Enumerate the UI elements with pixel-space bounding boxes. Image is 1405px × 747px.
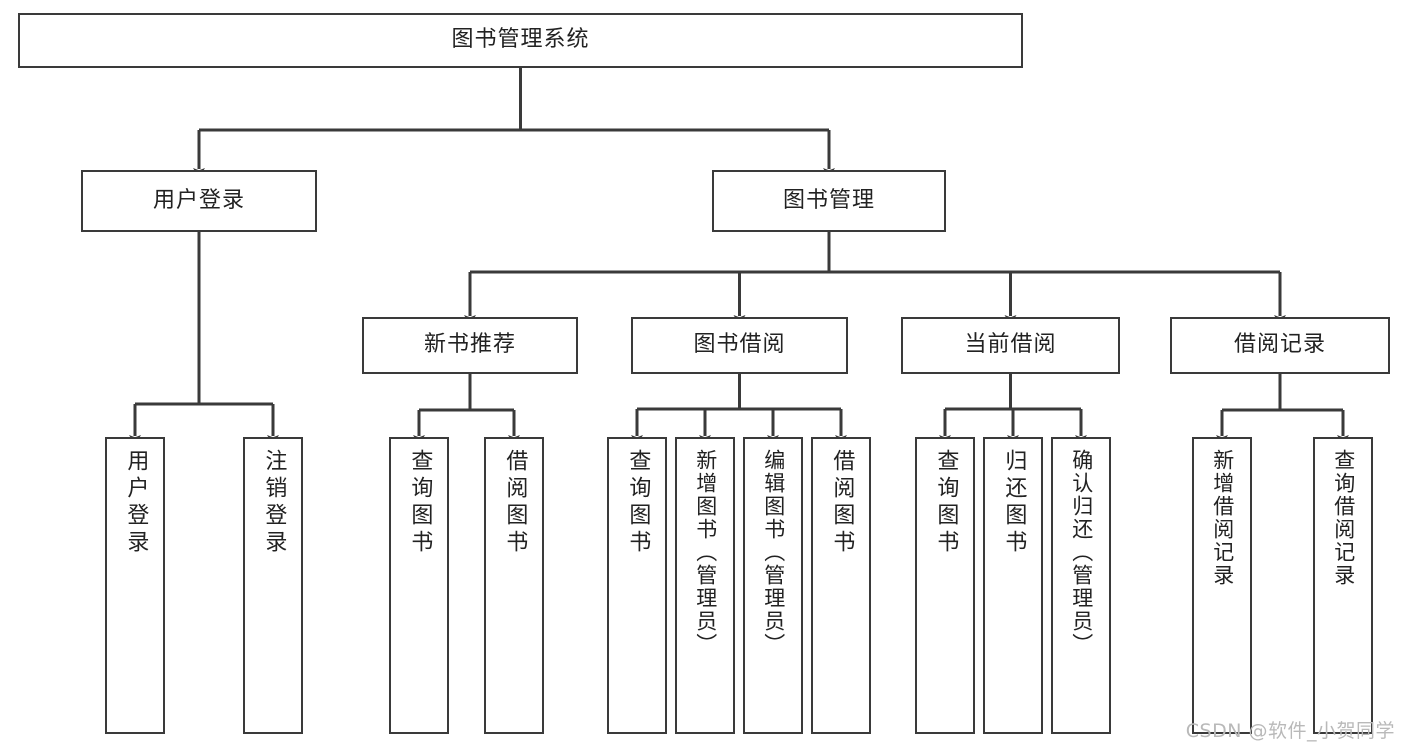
node-leaf-return-book-label: 归还图书 [1001,449,1027,557]
node-leaf-query-borrow-record[interactable]: 查询借阅记录 [1313,437,1373,734]
node-leaf-user-login[interactable]: 用户登录 [105,437,165,734]
node-new-book-recommend-label: 新书推荐 [423,332,516,358]
node-borrow-record[interactable]: 借阅记录 [1170,317,1390,374]
node-leaf-edit-book-admin[interactable]: 编辑图书（管理员） [743,437,803,734]
node-new-book-recommend[interactable]: 新书推荐 [362,317,578,374]
node-leaf-edit-book-admin-label: 编辑图书（管理员） [761,449,786,656]
node-book-manage[interactable]: 图书管理 [712,170,946,232]
node-leaf-borrow-book-1[interactable]: 借阅图书 [484,437,544,734]
node-current-borrow-label: 当前借阅 [964,332,1057,358]
node-book-borrow[interactable]: 图书借阅 [631,317,848,374]
node-leaf-query-borrow-record-label: 查询借阅记录 [1331,449,1356,587]
node-leaf-user-logout[interactable]: 注销登录 [243,437,303,734]
node-leaf-borrow-book-2[interactable]: 借阅图书 [811,437,871,734]
node-leaf-query-book-2[interactable]: 查询图书 [607,437,667,734]
node-current-borrow[interactable]: 当前借阅 [901,317,1120,374]
node-borrow-record-label: 借阅记录 [1233,332,1326,358]
node-book-borrow-label: 图书借阅 [693,332,786,358]
node-leaf-confirm-return-label: 确认归还（管理员） [1069,449,1094,656]
node-leaf-user-logout-label: 注销登录 [261,449,287,557]
node-book-manage-label: 图书管理 [782,187,875,213]
node-leaf-query-book-3-label: 查询图书 [933,449,959,557]
node-leaf-add-borrow-record[interactable]: 新增借阅记录 [1192,437,1252,734]
node-leaf-query-book-1[interactable]: 查询图书 [389,437,449,734]
node-leaf-borrow-book-1-label: 借阅图书 [502,449,528,557]
node-root-system[interactable]: 图书管理系统 [18,13,1023,68]
node-leaf-borrow-book-2-label: 借阅图书 [829,449,855,557]
node-leaf-add-book-admin[interactable]: 新增图书（管理员） [675,437,735,734]
node-leaf-query-book-1-label: 查询图书 [407,449,433,557]
node-leaf-query-book-2-label: 查询图书 [625,449,651,557]
node-leaf-query-book-3[interactable]: 查询图书 [915,437,975,734]
node-user-login[interactable]: 用户登录 [81,170,317,232]
node-leaf-return-book[interactable]: 归还图书 [983,437,1043,734]
node-leaf-add-borrow-record-label: 新增借阅记录 [1210,449,1235,587]
node-root-system-label: 图书管理系统 [451,27,590,53]
node-leaf-add-book-admin-label: 新增图书（管理员） [693,449,718,656]
node-leaf-user-login-label: 用户登录 [123,449,149,557]
node-user-login-label: 用户登录 [152,187,245,213]
node-leaf-confirm-return[interactable]: 确认归还（管理员） [1051,437,1111,734]
csdn-watermark: CSDN @软件_小贺同学 [1185,720,1395,742]
